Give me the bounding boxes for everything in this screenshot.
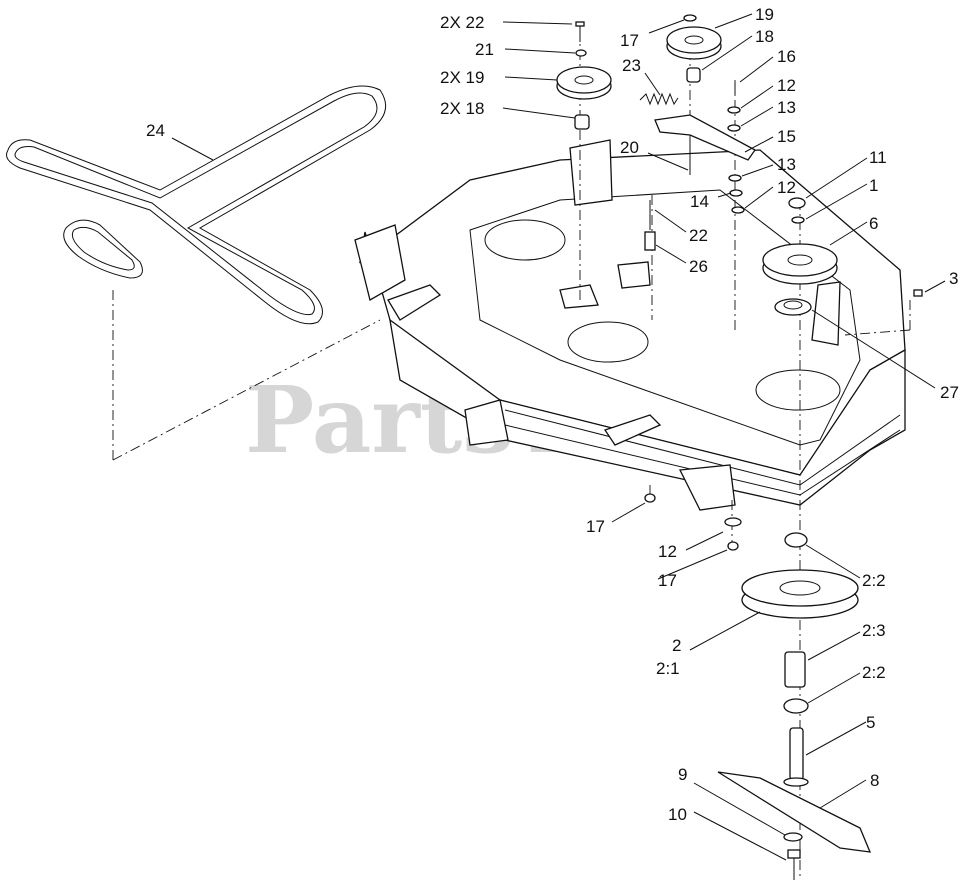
spindle-assembly xyxy=(644,493,872,880)
callout-12-upper: 12 xyxy=(777,76,796,95)
callout-13-lower: 13 xyxy=(777,155,796,174)
mower-deck xyxy=(354,139,906,511)
callout-26: 26 xyxy=(689,257,708,276)
callout-14: 14 xyxy=(690,192,709,211)
callout-11: 11 xyxy=(869,148,887,167)
callout-27: 27 xyxy=(940,383,959,402)
callout-labels: 2X 22 21 2X 19 2X 18 17 19 18 23 16 12 1… xyxy=(146,5,959,824)
callout-9: 9 xyxy=(678,765,687,784)
callout-12-lower: 12 xyxy=(777,178,796,197)
callout-12-spindle: 12 xyxy=(658,542,677,561)
callout-10: 10 xyxy=(668,805,687,824)
callout-24: 24 xyxy=(146,121,165,140)
upper-hardware xyxy=(556,14,923,316)
callout-19-right: 19 xyxy=(755,5,774,24)
callout-18-right: 18 xyxy=(755,27,774,46)
callout-2-2-lower: 2:2 xyxy=(862,663,886,682)
callout-2-3: 2:3 xyxy=(862,621,886,640)
callout-5: 5 xyxy=(866,713,875,732)
callout-15: 15 xyxy=(777,127,796,146)
callout-2x-19: 2X 19 xyxy=(440,68,484,87)
callout-13-upper: 13 xyxy=(777,98,796,117)
callout-2: 2 xyxy=(672,636,681,655)
callout-17-spindle: 17 xyxy=(658,571,677,590)
callout-leaders xyxy=(171,13,946,861)
callout-8: 8 xyxy=(870,771,879,790)
callout-2-1: 2:1 xyxy=(656,659,680,678)
callout-23: 23 xyxy=(622,56,641,75)
callout-16: 16 xyxy=(777,47,796,66)
callout-6: 6 xyxy=(869,214,878,233)
callout-17-lower-left: 17 xyxy=(586,517,605,536)
callout-3: 3 xyxy=(949,269,958,288)
callout-2x-22: 2X 22 xyxy=(440,13,484,32)
callout-2x-18: 2X 18 xyxy=(440,99,484,118)
drive-belt xyxy=(6,85,387,325)
callout-2-2-upper: 2:2 xyxy=(862,571,886,590)
callout-22-right: 22 xyxy=(689,226,708,245)
callout-17-top: 17 xyxy=(620,31,639,50)
callout-21: 21 xyxy=(475,40,494,59)
callout-20: 20 xyxy=(620,138,639,157)
callout-1: 1 xyxy=(869,176,878,195)
